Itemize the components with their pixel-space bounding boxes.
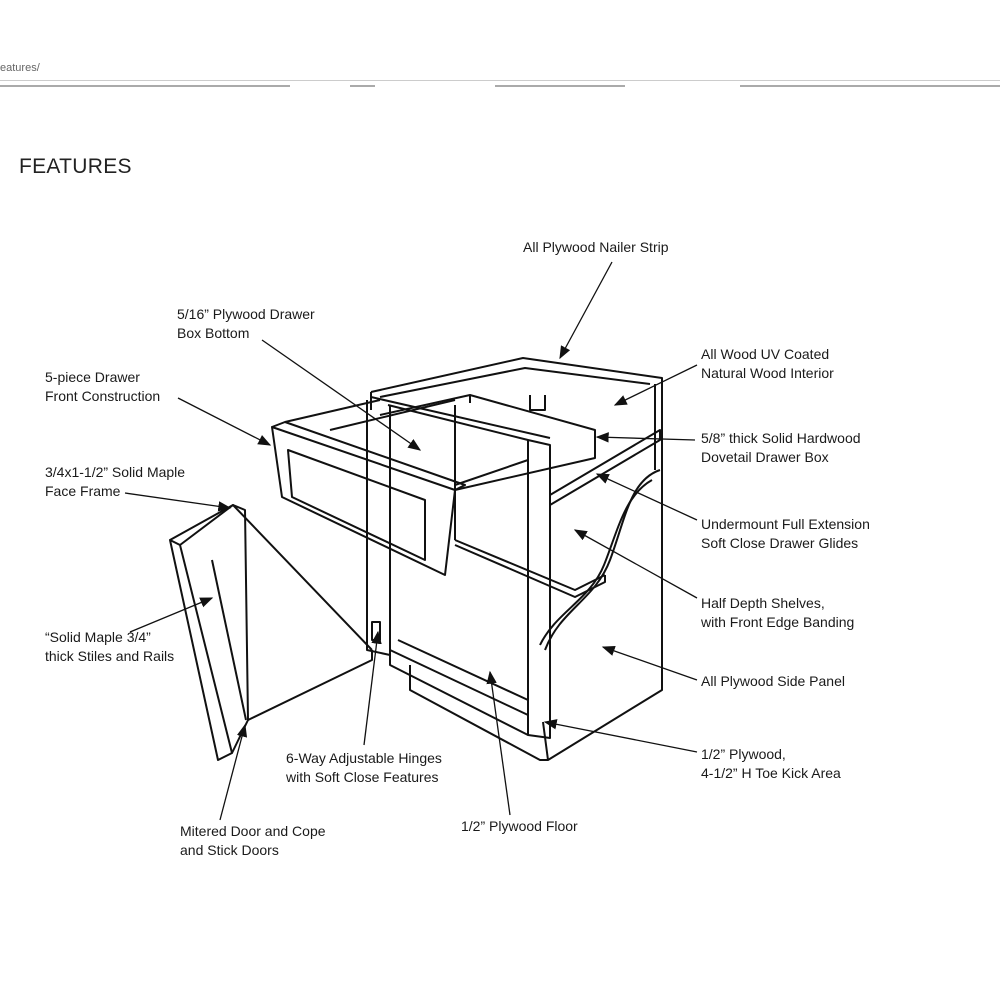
label-line: 5/8” thick Solid Hardwood	[701, 430, 861, 446]
label-line: All Plywood Nailer Strip	[523, 239, 669, 255]
label-mitered-door: Mitered Door and Cope and Stick Doors	[180, 822, 326, 860]
arrow-shelves	[573, 529, 698, 599]
arrow-drawer-bottom	[261, 339, 422, 451]
label-line: 3/4x1-1/2” Solid Maple	[45, 464, 186, 480]
arrow-stiles	[129, 597, 214, 633]
label-line: Natural Wood Interior	[701, 365, 834, 381]
label-side-panel: All Plywood Side Panel	[701, 672, 845, 691]
label-line: Front Construction	[45, 388, 161, 404]
leader-arrows	[124, 261, 698, 821]
breadcrumb[interactable]: eatures/	[0, 62, 40, 74]
label-shelves: Half Depth Shelves, with Front Edge Bandi…	[701, 594, 854, 632]
label-line: thick Stiles and Rails	[45, 648, 175, 664]
arrow-nailer-strip	[559, 261, 613, 360]
arrow-toe-kick	[543, 719, 698, 753]
label-line: with Soft Close Features	[286, 769, 439, 785]
label-toe-kick: 1/2” Plywood, 4-1/2” H Toe Kick Area	[701, 745, 841, 783]
label-line: Face Frame	[45, 483, 121, 499]
arrow-door	[219, 723, 248, 821]
label-line: and Stick Doors	[180, 842, 279, 858]
label-line: 1/2” Plywood Floor	[461, 818, 578, 834]
label-line: Box Bottom	[177, 325, 250, 341]
page-title: FEATURES	[19, 155, 132, 178]
label-line: Mitered Door and Cope	[180, 823, 326, 839]
label-line: All Wood UV Coated	[701, 346, 830, 362]
label-floor: 1/2” Plywood Floor	[461, 817, 578, 836]
label-line: “Solid Maple 3/4”	[45, 629, 151, 645]
label-line: Soft Close Drawer Glides	[701, 535, 859, 551]
label-line: Half Depth Shelves,	[701, 595, 825, 611]
arrow-interior	[613, 364, 698, 406]
label-line: Undermount Full Extension	[701, 516, 870, 532]
label-line: 4-1/2” H Toe Kick Area	[701, 765, 841, 781]
label-line: 1/2” Plywood,	[701, 746, 786, 762]
divider	[350, 85, 375, 87]
cabinet-outline	[169, 357, 663, 761]
label-line: with Front Edge Banding	[701, 614, 855, 630]
label-line: All Plywood Side Panel	[701, 673, 845, 689]
label-line: 6-Way Adjustable Hinges	[286, 750, 442, 766]
label-stiles-rails: “Solid Maple 3/4” thick Stiles and Rails	[45, 628, 174, 666]
arrow-side-panel	[601, 645, 698, 681]
divider	[740, 85, 1000, 87]
arrow-drawer-front	[177, 397, 272, 446]
label-line: Dovetail Drawer Box	[701, 449, 829, 465]
arrow-face-frame	[124, 492, 232, 512]
arrow-glides	[595, 473, 698, 521]
divider	[495, 85, 625, 87]
label-hinges: 6-Way Adjustable Hinges with Soft Close F…	[286, 749, 442, 787]
divider	[0, 80, 1000, 81]
arrow-drawer-box	[595, 432, 696, 443]
label-line: 5-piece Drawer	[45, 369, 140, 385]
arrow-floor	[486, 670, 511, 816]
label-line: 5/16” Plywood Drawer	[177, 306, 315, 322]
arrow-hinges	[363, 630, 382, 746]
label-nailer-strip: All Plywood Nailer Strip	[523, 238, 669, 257]
divider	[0, 85, 290, 87]
